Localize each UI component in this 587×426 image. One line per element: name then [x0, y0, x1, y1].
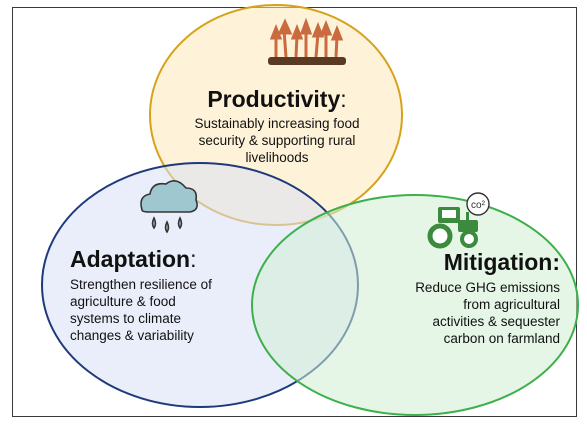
adaptation-description: Strengthen resilience of agriculture & f…: [70, 277, 212, 343]
productivity-title: Productivity:: [207, 86, 347, 112]
tractor-co2-icon: co²: [427, 192, 490, 249]
mitigation-circle: [251, 194, 579, 416]
productivity-label: Productivity: Sustainably increasing foo…: [170, 86, 384, 166]
mitigation-description: Reduce GHG emissions from agricultural a…: [415, 280, 560, 346]
mitigation-title: Mitigation:: [443, 249, 560, 275]
productivity-description: Sustainably increasing food security & s…: [194, 116, 360, 165]
adaptation-title: Adaptation:: [70, 246, 197, 272]
adaptation-label: Adaptation: Strengthen resilience of agr…: [70, 246, 280, 344]
wheat-field-icon: [268, 17, 346, 65]
co2-label: co²: [471, 200, 486, 211]
mitigation-label: Mitigation: Reduce GHG emissions from ag…: [360, 249, 560, 347]
rain-cloud-icon: [140, 180, 198, 234]
